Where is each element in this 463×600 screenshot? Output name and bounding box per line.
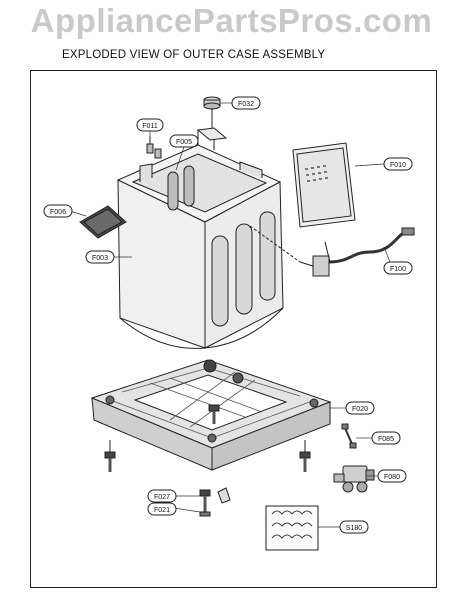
- svg-text:S180: S180: [346, 525, 362, 532]
- callout-f005: F005: [169, 134, 199, 148]
- svg-text:F080: F080: [384, 474, 400, 481]
- svg-text:F032: F032: [238, 101, 254, 108]
- callout-f021: F021: [147, 502, 177, 516]
- callout-s180: S180: [339, 520, 369, 534]
- svg-text:F085: F085: [378, 436, 394, 443]
- leader-lines: [69, 102, 391, 528]
- foot-front: [199, 487, 231, 517]
- part-f100-power-cord: [249, 225, 415, 277]
- callout-f003: F003: [85, 250, 115, 264]
- diagram-title: EXPLODED VIEW OF OUTER CASE ASSEMBLY: [62, 49, 326, 61]
- part-f085-wire: [341, 423, 357, 449]
- callout-f027: F027: [147, 489, 177, 503]
- foot-left: [104, 440, 116, 472]
- svg-text:F100: F100: [390, 266, 406, 273]
- svg-text:F011: F011: [142, 123, 158, 130]
- svg-text:F003: F003: [92, 255, 108, 262]
- part-f020-base-frame: [90, 359, 332, 471]
- part-f006-panel: [79, 205, 127, 239]
- callout-f100: F100: [383, 261, 413, 275]
- part-f032-cap: [203, 96, 221, 128]
- callout-f085: F085: [371, 431, 401, 445]
- svg-text:F020: F020: [352, 406, 368, 413]
- callout-f032: F032: [231, 96, 261, 110]
- part-s180-clips: [265, 505, 319, 551]
- leveling-feet: [104, 404, 311, 517]
- callout-f010: F010: [383, 157, 413, 171]
- callout-f006: F006: [43, 204, 73, 218]
- svg-text:F010: F010: [390, 162, 406, 169]
- outer-cabinet: [116, 127, 284, 349]
- svg-text:F027: F027: [154, 494, 170, 501]
- foot-center: [208, 404, 220, 424]
- diagram-frame: [30, 70, 437, 588]
- part-f010-back-panel: [292, 142, 356, 228]
- svg-text:F005: F005: [176, 139, 192, 146]
- svg-text:F021: F021: [154, 507, 170, 514]
- part-f080-valve: [333, 465, 375, 493]
- callout-f020: F020: [345, 401, 375, 415]
- svg-text:F006: F006: [50, 209, 66, 216]
- callout-f011: F011: [136, 118, 164, 132]
- site-watermark: AppliancePartsPros.com: [30, 2, 433, 39]
- callout-f080: F080: [377, 469, 407, 483]
- foot-right: [299, 440, 311, 472]
- part-f011-clips: [146, 136, 162, 159]
